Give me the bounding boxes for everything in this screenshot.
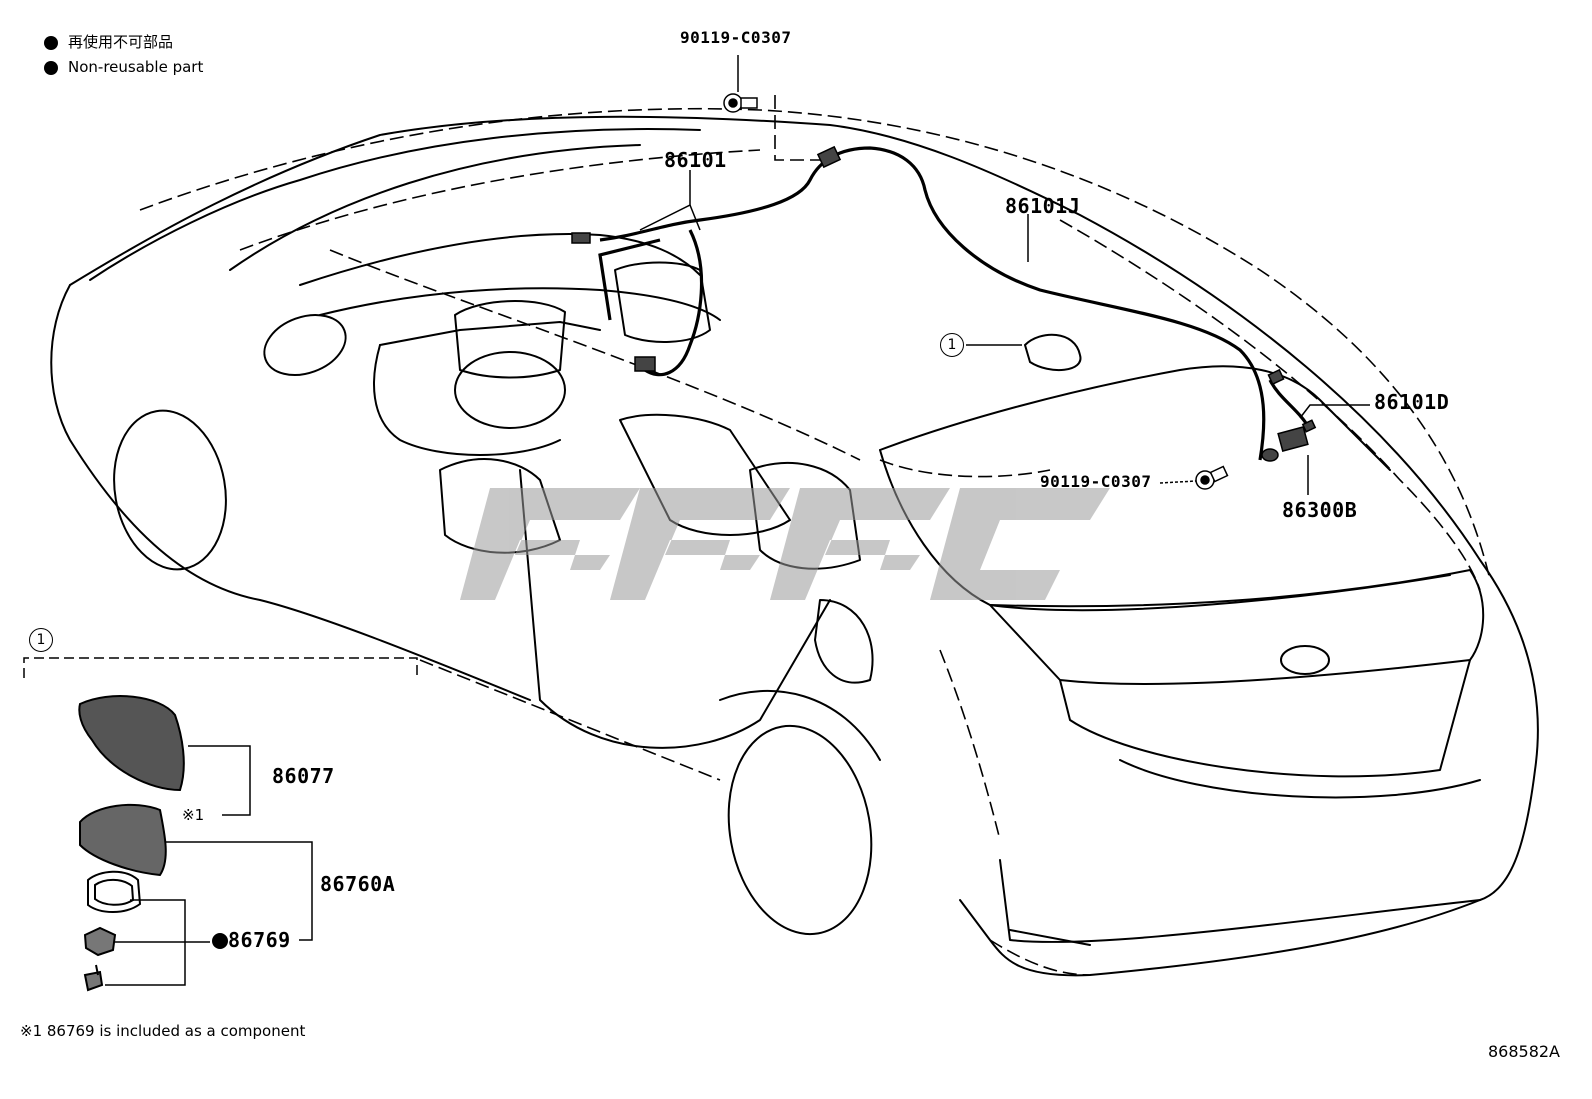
- legend-japanese: 再使用不可部品: [68, 33, 174, 51]
- instrument-cluster: [454, 300, 566, 379]
- bullet-icon: [44, 35, 58, 50]
- car-body-outline: [69, 115, 1539, 977]
- legend-row-english: Non-reusable part: [44, 55, 203, 80]
- label-cable-main: 86101: [664, 148, 727, 172]
- legend: 再使用不可部品 Non-reusable part: [44, 30, 203, 80]
- windshield: [299, 233, 701, 286]
- label-bolt-top: 90119-C0307: [680, 28, 792, 47]
- bolt-top: [723, 93, 758, 113]
- rear-wheel: [727, 724, 873, 936]
- label-bolt-mid: 90119-C0307: [1040, 472, 1152, 491]
- label-gasket-text: 86769: [228, 928, 291, 952]
- footnote: ※1 86769 is included as a component: [20, 1022, 306, 1040]
- label-cable-j: 86101J: [1005, 194, 1081, 218]
- illustration-code: 868582A: [1487, 1042, 1560, 1061]
- callout-1-detail: 1: [29, 628, 53, 652]
- cable-connector: [816, 145, 842, 169]
- label-unit-b: 86300B: [1282, 498, 1358, 522]
- legend-row-japanese: 再使用不可部品: [44, 30, 203, 55]
- amplifier-unit: [1277, 426, 1309, 452]
- label-gasket: 86769: [212, 930, 291, 950]
- bullet-icon: [44, 60, 58, 75]
- watermark: [460, 488, 1110, 600]
- screw-part: [83, 964, 104, 992]
- rear-emblem: [1280, 645, 1330, 675]
- front-wheel: [113, 409, 227, 571]
- legend-english: Non-reusable part: [68, 58, 204, 76]
- antenna-cover-part: [78, 695, 185, 792]
- label-antenna: 86760A: [320, 872, 396, 896]
- non-reusable-icon: [212, 933, 228, 949]
- steering-wheel: [454, 351, 566, 429]
- antenna-cable: [599, 146, 1266, 461]
- label-cable-d: 86101D: [1374, 390, 1450, 414]
- callout-1-car: 1: [940, 333, 964, 357]
- antenna-base-part: [79, 803, 167, 877]
- roof-antenna-position: [1023, 333, 1082, 372]
- side-mirror: [263, 314, 347, 376]
- trunk-lid: [989, 569, 1485, 685]
- label-cover: 86077: [272, 764, 335, 788]
- gasket-part: [87, 870, 142, 913]
- bolt-mid: [1195, 465, 1229, 490]
- asterisk-mark: ※1: [182, 806, 205, 824]
- clip-part: [83, 926, 117, 957]
